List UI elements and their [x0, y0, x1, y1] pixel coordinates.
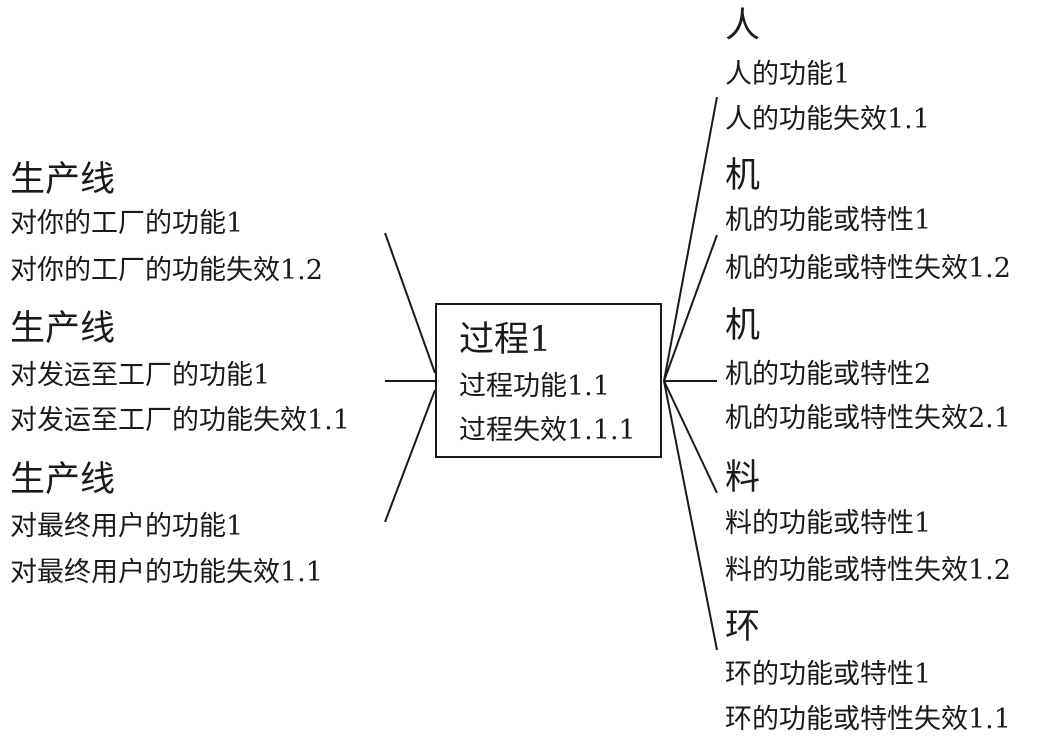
left-group-2-function: 对发运至工厂的功能1 — [10, 360, 271, 391]
process-box: 过程1 过程功能1.1 过程失效1.1.1 — [435, 303, 662, 458]
right-group-5-function: 环的功能或特性1 — [725, 659, 932, 690]
right-group-5-heading: 环 — [725, 607, 761, 647]
left-group-2-heading: 生产线 — [10, 309, 116, 349]
right-group-5-failure: 环的功能或特性失效1.1 — [725, 704, 1011, 735]
connector-right-4 — [663, 380, 718, 494]
left-group-3-heading: 生产线 — [10, 460, 116, 500]
left-group-1-function: 对你的工厂的功能1 — [10, 208, 244, 239]
right-group-2-heading: 机 — [725, 156, 761, 196]
right-group-3-function: 机的功能或特性2 — [725, 359, 932, 390]
right-group-2-function: 机的功能或特性1 — [725, 205, 932, 236]
left-group-3-failure: 对最终用户的功能失效1.1 — [10, 557, 323, 588]
left-group-3-function: 对最终用户的功能1 — [10, 511, 244, 542]
left-group-1-failure: 对你的工厂的功能失效1.2 — [10, 255, 323, 286]
process-function: 过程功能1.1 — [459, 371, 610, 402]
right-group-1-failure: 人的功能失效1.1 — [725, 104, 930, 135]
right-group-1-heading: 人 — [725, 6, 761, 46]
connector-right-2 — [663, 234, 718, 382]
process-title: 过程1 — [459, 320, 552, 360]
right-group-4-function: 料的功能或特性1 — [725, 508, 932, 539]
right-group-3-failure: 机的功能或特性失效2.1 — [725, 403, 1011, 434]
right-group-1-function: 人的功能1 — [725, 59, 851, 90]
right-group-2-failure: 机的功能或特性失效1.2 — [725, 253, 1011, 284]
right-group-4-failure: 料的功能或特性失效1.2 — [725, 555, 1011, 586]
connector-left-1 — [384, 232, 436, 374]
left-group-1-heading: 生产线 — [10, 160, 116, 200]
process-failure: 过程失效1.1.1 — [459, 415, 636, 446]
left-group-2-failure: 对发运至工厂的功能失效1.1 — [10, 405, 350, 436]
connector-left-3 — [384, 389, 436, 523]
right-group-3-heading: 机 — [725, 306, 761, 346]
connector-right-5 — [663, 380, 718, 651]
connector-right-1 — [663, 96, 718, 382]
right-group-4-heading: 料 — [725, 458, 761, 498]
